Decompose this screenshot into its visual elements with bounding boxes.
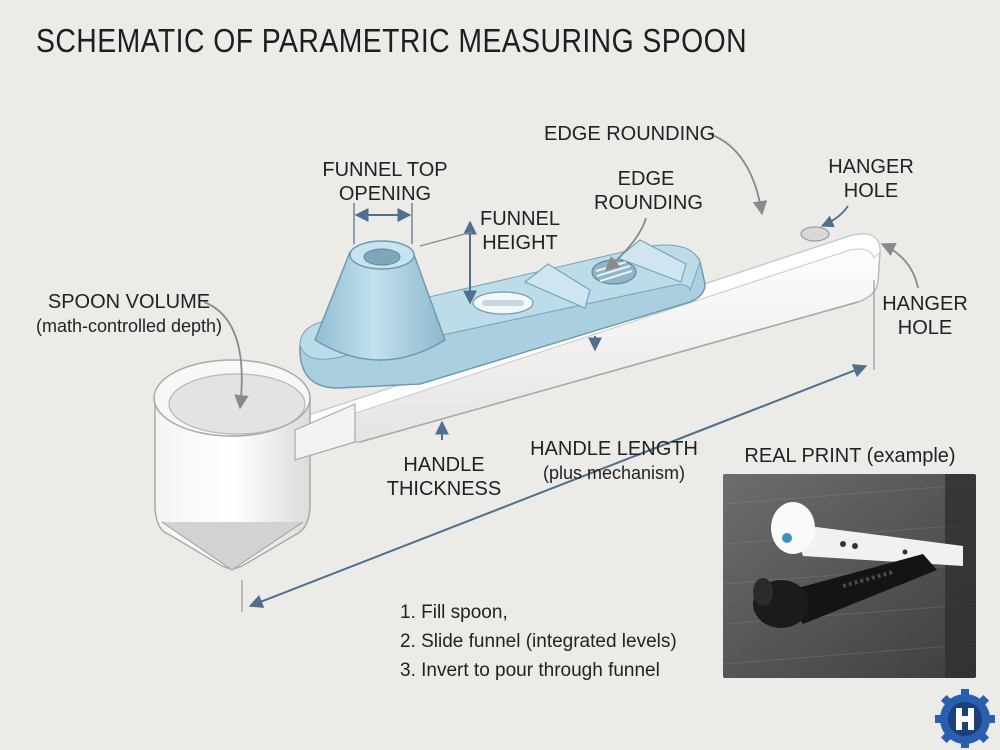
spoon-cup [153,359,356,571]
step-item: 2. Slide funnel (integrated levels) [400,631,677,652]
label-edge-rounding-mid: EDGE ROUNDING [594,168,703,214]
label-hanger-hole-right: HANGER HOLE [882,293,968,339]
arrow-icon [604,217,647,271]
arrow-icon [709,133,768,216]
funnel-slider [299,239,706,389]
label-hanger-hole-top: HANGER HOLE [828,156,914,202]
label-edge-rounding-top: EDGE ROUNDING [544,123,716,145]
page-title: SCHEMATIC OF PARAMETRIC MEASURING SPOON [36,22,748,59]
hanger-hole [800,226,830,242]
label-spoon-volume: SPOON VOLUME (math-controlled depth) [35,291,223,336]
label-handle-length: HANDLE LENGTH (plus mechanism) [530,438,698,483]
arrow-icon [820,205,849,228]
instruction-steps: 1. Fill spoon, 2. Slide funnel (integrat… [400,598,677,685]
step-item: 3. Invert to pour through funnel [400,660,660,681]
arrow-icon [203,301,249,410]
photo-caption: REAL PRINT (example) [744,445,956,467]
step-item: 1. Fill spoon, [400,602,508,623]
label-funnel-top-opening: FUNNEL TOP OPENING [322,159,448,205]
real-print-photo [723,474,976,678]
leader-arrows [203,133,919,410]
logo-icon [935,689,995,748]
dimension-lines [241,203,875,612]
label-handle-thickness: HANDLE THICKNESS [386,454,502,500]
label-funnel-height: FUNNEL HEIGHT [480,208,561,254]
arrow-icon [880,242,919,289]
